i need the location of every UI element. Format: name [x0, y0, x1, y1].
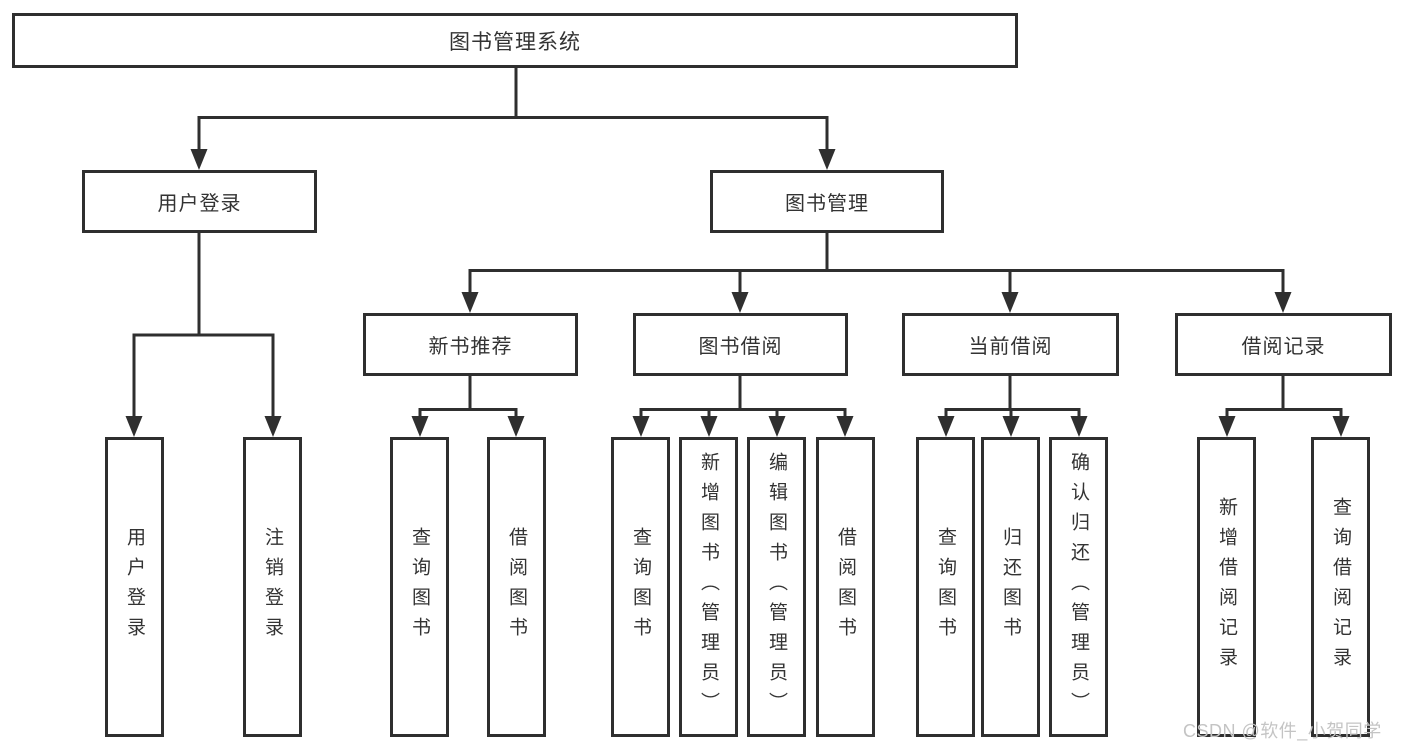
node-label: 查询图书 [935, 527, 956, 647]
leaf-add-borrow-record: 新增借阅记录 [1197, 437, 1256, 737]
csdn-watermark: CSDN @软件_小贺同学 [1183, 721, 1382, 741]
node-label: 借阅图书 [506, 527, 527, 647]
node-label: 确认归还（管理员） [1068, 452, 1089, 722]
node-current-borrowing: 当前借阅 [902, 313, 1119, 376]
node-borrowing-records: 借阅记录 [1175, 313, 1392, 376]
node-label: 图书管理 [785, 193, 869, 215]
node-label: 用户登录 [157, 193, 242, 215]
leaf-query-borrow-record: 查询借阅记录 [1311, 437, 1370, 737]
leaf-user-login: 用户登录 [105, 437, 164, 737]
node-label: 新增图书（管理员） [698, 452, 719, 722]
node-label: 归还图书 [1000, 527, 1021, 647]
leaf-logout: 注销登录 [243, 437, 302, 737]
node-user-login: 用户登录 [82, 170, 317, 233]
node-label: 新增借阅记录 [1216, 497, 1237, 677]
leaf-query-books: 查询图书 [611, 437, 670, 737]
node-label: 新书推荐 [428, 336, 513, 358]
node-label: 图书借阅 [698, 336, 783, 358]
leaf-query-books: 查询图书 [390, 437, 449, 737]
node-book-borrowing: 图书借阅 [633, 313, 848, 376]
node-label: 当前借阅 [968, 336, 1053, 358]
node-label: 编辑图书（管理员） [766, 452, 787, 722]
leaf-confirm-return-admin: 确认归还（管理员） [1049, 437, 1108, 737]
leaf-edit-book-admin: 编辑图书（管理员） [747, 437, 806, 737]
node-label: 查询借阅记录 [1330, 497, 1351, 677]
node-label: 查询图书 [630, 527, 651, 647]
node-label: 注销登录 [262, 527, 283, 647]
leaf-borrow-books: 借阅图书 [816, 437, 875, 737]
node-library-management-system: 图书管理系统 [12, 13, 1018, 68]
leaf-add-book-admin: 新增图书（管理员） [679, 437, 738, 737]
leaf-return-books: 归还图书 [981, 437, 1040, 737]
node-label: 借阅图书 [835, 527, 856, 647]
node-new-book-recommendation: 新书推荐 [363, 313, 578, 376]
node-label: 查询图书 [409, 527, 430, 647]
node-label: 图书管理系统 [449, 30, 581, 54]
leaf-query-books: 查询图书 [916, 437, 975, 737]
leaf-borrow-books: 借阅图书 [487, 437, 546, 737]
node-label: 用户登录 [124, 527, 145, 647]
node-book-management: 图书管理 [710, 170, 944, 233]
node-label: 借阅记录 [1241, 336, 1326, 358]
